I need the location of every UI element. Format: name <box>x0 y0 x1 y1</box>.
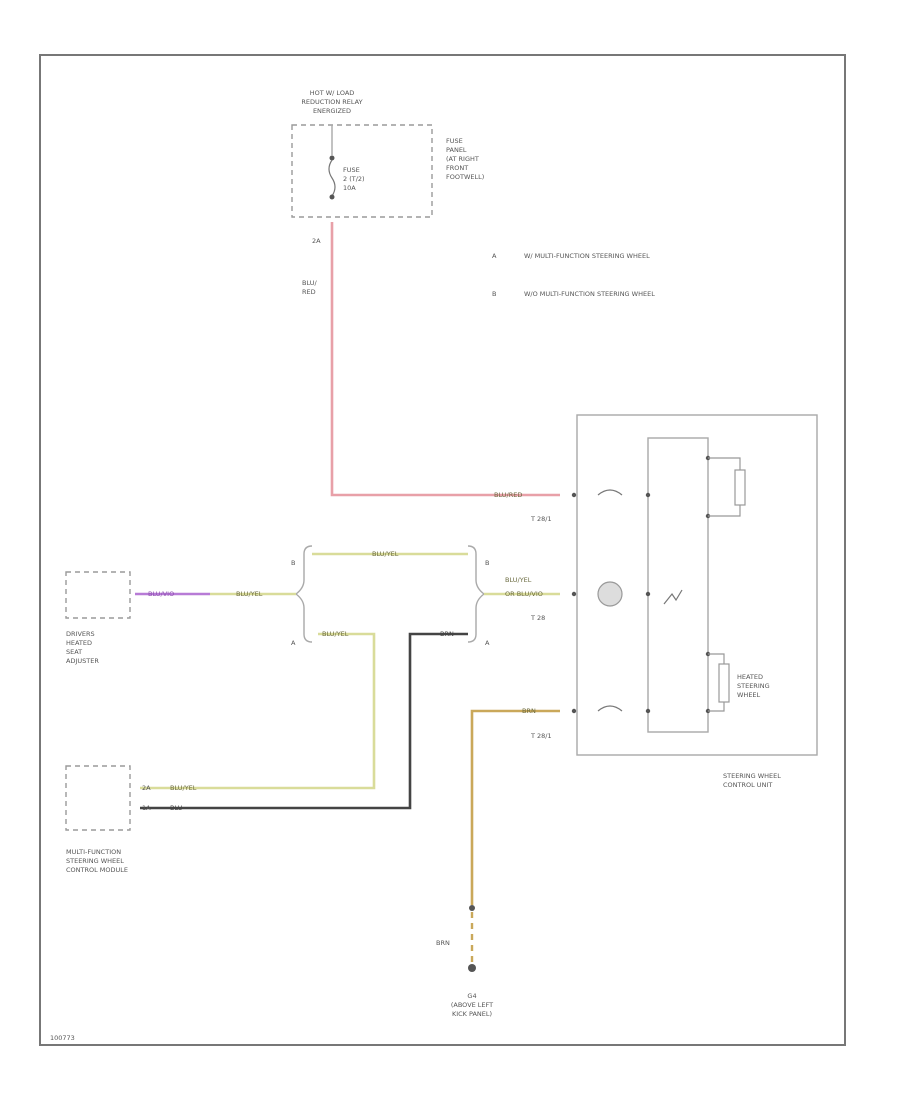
ground-label-1: G4 <box>467 992 476 1000</box>
heater-element-top-icon <box>705 455 746 519</box>
diagram-frame <box>39 54 846 1046</box>
splice-right <box>467 545 486 643</box>
wire-label-blu-red-1: BLU/ <box>302 279 318 287</box>
wire-blu <box>140 632 468 810</box>
sw-control-unit-label-1: STEERING WHEEL <box>723 772 781 780</box>
splice-key-right-b: B <box>485 559 489 567</box>
fuse-label-3: 10A <box>343 184 356 192</box>
fuse-panel-line-1: FUSE <box>446 137 463 145</box>
relay-title-2: REDUCTION RELAY <box>301 98 362 106</box>
wire-label-blu-vio: BLU/VIO <box>148 590 174 598</box>
ground-label-2: (ABOVE LEFT <box>451 1001 493 1009</box>
wire-label-blu-lower: BRN <box>440 630 454 638</box>
drivers-seat-box <box>65 571 131 619</box>
fuse-icon <box>328 159 336 197</box>
fuse-top-terminal <box>329 155 335 161</box>
wire-blu-red <box>330 222 560 497</box>
connector-t28-mid-label: T 28 <box>530 614 545 622</box>
fuse-label-2: 2 (T/2) <box>343 175 365 183</box>
fuse-panel-box <box>291 124 433 218</box>
wire-label-brn-right: BRN <box>522 707 536 715</box>
fuse-panel-line-3: (AT RIGHT <box>446 155 479 163</box>
splice-key-right-a: A <box>485 639 490 647</box>
connector-t28-top <box>571 489 651 498</box>
mfsw-module-label-3: CONTROL MODULE <box>66 866 128 874</box>
mfsw-module-box <box>65 765 131 831</box>
legend-text-a: W/ MULTI-FUNCTION STEERING WHEEL <box>524 252 650 260</box>
wire-label-blu-yel-lower: BLU/YEL <box>322 630 349 638</box>
relay-title-3: ENERGIZED <box>313 107 351 115</box>
clock-spring-icon <box>597 581 623 607</box>
module-pin-2: 1A <box>142 804 151 812</box>
wire-label-blu-yel-left: BLU/YEL <box>236 590 263 598</box>
heated-wheel-label-1: HEATED <box>737 673 763 681</box>
ground-point-icon <box>468 964 476 972</box>
wire-label-blu-module: BLU <box>170 804 183 812</box>
drivers-seat-label-4: ADJUSTER <box>66 657 99 665</box>
fuse-panel-label: FUSE PANEL (AT RIGHT FRONT FOOTWELL) <box>446 137 484 181</box>
drivers-seat-label-1: DRIVERS <box>66 630 95 638</box>
relay-title-1: HOT W/ LOAD <box>310 89 355 97</box>
wire-label-blu-yel-right: BLU/YEL <box>505 576 532 584</box>
ground-splice-top <box>469 905 475 911</box>
fuse-panel-line-4: FRONT <box>446 164 468 172</box>
fuse-panel-line-2: PANEL <box>446 146 467 154</box>
drivers-seat-label-3: SEAT <box>66 648 82 656</box>
splice-key-left-b: B <box>291 559 295 567</box>
legend-text-b: W/O MULTI-FUNCTION STEERING WHEEL <box>524 290 655 298</box>
legend-key-b: B <box>492 290 496 298</box>
sw-control-unit-label-2: CONTROL UNIT <box>723 781 772 789</box>
mfsw-module-label-2: STEERING WHEEL <box>66 857 124 865</box>
switch-icon <box>663 589 683 605</box>
connector-t28-top-label: T 28/1 <box>530 515 552 523</box>
fuse-bottom-terminal <box>329 194 335 200</box>
heated-steering-wheel-icon <box>705 651 730 714</box>
drivers-seat-label-2: HEATED <box>66 639 92 647</box>
connector-t28-bot <box>571 705 651 714</box>
wire-label-blu-red-2: RED <box>302 288 316 296</box>
wire-label-blu-yel-right-b: OR BLU/VIO <box>505 590 543 598</box>
heated-wheel-label-3: WHEEL <box>737 691 761 699</box>
wire-blu-yel-lower <box>140 632 376 790</box>
connector-t28-mid <box>571 581 683 607</box>
wire-brn <box>470 709 560 905</box>
sw-control-unit-inner <box>647 437 709 733</box>
diagram-id: 100773 <box>50 1034 75 1042</box>
wire-label-blu-red-top: BLU/RED <box>494 491 522 499</box>
relay-block: HOT W/ LOAD REDUCTION RELAY ENERGIZED FU… <box>291 89 433 245</box>
splice-left <box>294 545 313 643</box>
fuse-label-1: FUSE <box>343 166 360 174</box>
splice-key-left-a: A <box>291 639 296 647</box>
connector-t28-bot-label: T 28/1 <box>530 732 552 740</box>
fuse-pin-label: 2A <box>312 237 321 245</box>
fuse-panel-line-5: FOOTWELL) <box>446 173 484 181</box>
wire-label-bridge: BLU/YEL <box>372 550 399 558</box>
legend-key-a: A <box>492 252 497 260</box>
ground-label-3: KICK PANEL) <box>452 1010 492 1018</box>
sw-control-unit-box <box>576 414 818 756</box>
legend: A W/ MULTI-FUNCTION STEERING WHEEL B W/O… <box>492 252 655 298</box>
wire-label-brn-ground: BRN <box>436 939 450 947</box>
wire-label-blu-yel-module: BLU/YEL <box>170 784 197 792</box>
mfsw-module-label-1: MULTI-FUNCTION <box>66 848 121 856</box>
module-pin-1: 2A <box>142 784 151 792</box>
heated-wheel-label-2: STEERING <box>737 682 770 690</box>
